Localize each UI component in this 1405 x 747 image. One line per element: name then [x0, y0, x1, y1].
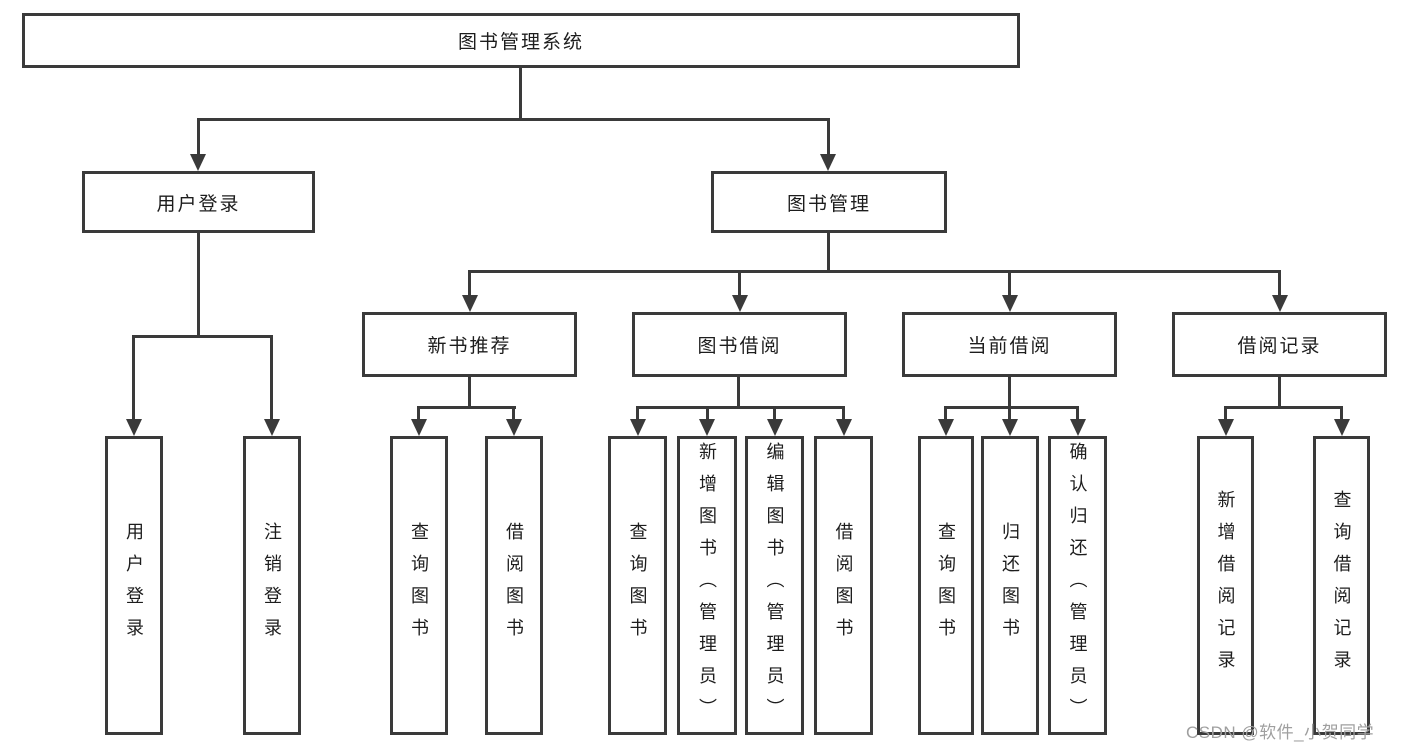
connector-line [706, 406, 709, 422]
arrowhead [1002, 419, 1018, 436]
node-new-book-recommendation: 新书推荐 [362, 312, 577, 377]
connector-line [512, 406, 515, 422]
arrowhead [732, 295, 748, 312]
connector-line [827, 118, 830, 156]
node-library-management-system: 图书管理系统 [22, 13, 1020, 68]
arrowhead [411, 419, 427, 436]
connector-line [417, 406, 420, 422]
leaf-confirm-return-admin: 确认归还（管理员） [1048, 436, 1107, 735]
node-label: 编辑图书（管理员） [764, 441, 785, 730]
arrowhead [1272, 295, 1288, 312]
leaf-borrow-books-recommendation: 借阅图书 [485, 436, 543, 735]
connector-line [468, 270, 1281, 273]
arrowhead [1334, 419, 1350, 436]
leaf-borrow-books-borrowing: 借阅图书 [814, 436, 873, 735]
connector-line [944, 406, 1078, 409]
node-book-borrowing: 图书借阅 [632, 312, 847, 377]
node-label: 新增图书（管理员） [697, 441, 717, 730]
connector-line [468, 270, 471, 297]
connector-line [738, 270, 741, 297]
connector-line [1224, 406, 1227, 422]
connector-line [842, 406, 845, 422]
connector-line [270, 335, 273, 421]
leaf-add-borrowing-record: 新增借阅记录 [1197, 436, 1254, 735]
node-label: 图书借阅 [697, 336, 782, 357]
arrowhead [836, 419, 852, 436]
arrowhead [462, 295, 478, 312]
node-borrowing-records: 借阅记录 [1172, 312, 1387, 377]
connector-line [417, 406, 516, 409]
node-label: 查询图书 [627, 521, 648, 650]
node-label: 注销登录 [262, 521, 282, 650]
connector-line [132, 335, 135, 421]
node-label: 归还图书 [1000, 521, 1020, 650]
leaf-edit-books-admin: 编辑图书（管理员） [745, 436, 804, 735]
node-label: 用户登录 [124, 521, 144, 650]
connector-line [132, 335, 273, 338]
node-label: 查询图书 [936, 521, 956, 650]
connector-line [1278, 377, 1281, 408]
leaf-return-books: 归还图书 [981, 436, 1039, 735]
node-label: 用户登录 [156, 193, 241, 215]
csdn-watermark: CSDN @软件_小贺同学 [1186, 723, 1375, 742]
leaf-query-books-current: 查询图书 [918, 436, 974, 735]
node-label: 图书管理 [786, 193, 871, 215]
node-label: 借阅图书 [833, 521, 854, 650]
node-label: 新增借阅记录 [1215, 489, 1236, 682]
node-current-borrowing: 当前借阅 [902, 312, 1117, 377]
connector-line [1008, 377, 1011, 408]
arrowhead [630, 419, 646, 436]
connector-line [827, 233, 830, 273]
node-label: 查询图书 [409, 521, 429, 650]
node-book-management: 图书管理 [711, 171, 947, 233]
leaf-query-books-borrowing: 查询图书 [608, 436, 667, 735]
node-label: 确认归还（管理员） [1067, 441, 1088, 730]
node-label: 借阅图书 [504, 521, 524, 650]
arrowhead [820, 154, 836, 171]
connector-line [1224, 406, 1343, 409]
connector-line [1008, 406, 1011, 422]
connector-line [468, 377, 471, 408]
arrowhead [1002, 295, 1018, 312]
arrowhead [506, 419, 522, 436]
connector-line [1076, 406, 1079, 422]
connector-line [197, 118, 830, 121]
leaf-add-books-admin: 新增图书（管理员） [677, 436, 737, 735]
connector-line [1340, 406, 1343, 422]
arrowhead [699, 419, 715, 436]
connector-line [773, 406, 776, 422]
arrowhead [190, 154, 206, 171]
connector-line [944, 406, 947, 422]
arrowhead [264, 419, 280, 436]
leaf-user-login: 用户登录 [105, 436, 163, 735]
connector-line [519, 68, 522, 120]
arrowhead [1070, 419, 1086, 436]
node-label: 当前借阅 [967, 336, 1052, 357]
connector-line [1278, 270, 1281, 297]
arrowhead [938, 419, 954, 436]
connector-line [737, 377, 740, 408]
node-user-login: 用户登录 [82, 171, 315, 233]
leaf-query-books-recommendation: 查询图书 [390, 436, 448, 735]
connector-line [636, 406, 844, 409]
connector-line [197, 233, 200, 337]
node-label: 借阅记录 [1237, 336, 1322, 357]
arrowhead [1218, 419, 1234, 436]
connector-line [197, 118, 200, 156]
leaf-logout: 注销登录 [243, 436, 301, 735]
arrowhead [126, 419, 142, 436]
connector-line [636, 406, 639, 422]
leaf-query-borrowing-record: 查询借阅记录 [1313, 436, 1370, 735]
connector-line [1008, 270, 1011, 297]
node-label: 查询借阅记录 [1331, 489, 1352, 682]
node-label: 图书管理系统 [457, 32, 584, 53]
node-label: 新书推荐 [427, 336, 512, 357]
arrowhead [767, 419, 783, 436]
